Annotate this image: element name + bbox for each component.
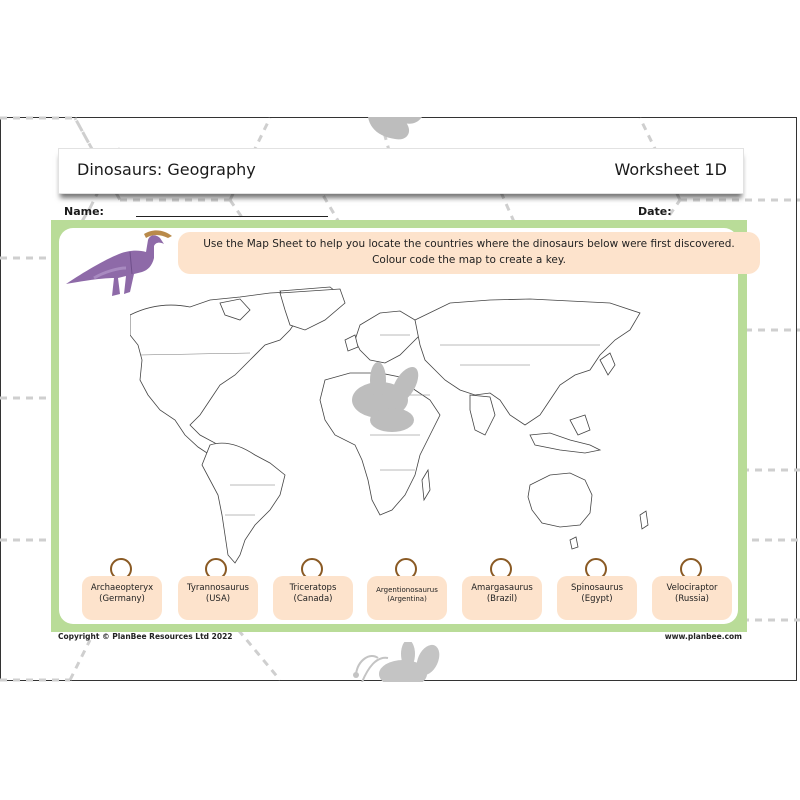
title-bar: Dinosaurs: Geography Worksheet 1D: [58, 148, 744, 194]
dinosaur-name: Archaeopteryx: [90, 583, 154, 593]
key-item-spinosaurus: Spinosaurus (Egypt): [557, 576, 637, 620]
key-item-triceratops: Triceratops (Canada): [273, 576, 353, 620]
dinosaur-country: (Egypt): [581, 594, 613, 604]
dinosaur-country: (Germany): [99, 594, 145, 604]
dinosaur-name: Velociraptor: [666, 583, 718, 593]
website-link[interactable]: www.planbee.com: [664, 632, 742, 641]
name-label: Name:: [64, 205, 104, 218]
bee-watermark-icon: [353, 642, 440, 682]
dinosaur-country: (Argentina): [387, 595, 427, 603]
copyright-text: Copyright © PlanBee Resources Ltd 2022: [58, 632, 233, 641]
dinosaur-country: (Russia): [675, 594, 709, 604]
worksheet-number: Worksheet 1D: [614, 160, 727, 179]
name-input-line[interactable]: [136, 216, 328, 217]
dinosaur-name: Triceratops: [289, 583, 337, 593]
dinosaur-name: Spinosaurus: [570, 583, 624, 593]
worksheet-title: Dinosaurs: Geography: [77, 160, 256, 179]
dinosaur-country: (Canada): [293, 594, 333, 604]
key-item-archaeopteryx: Archaeopteryx (Germany): [82, 576, 162, 620]
parasaurolophus-dinosaur-icon: [66, 230, 172, 296]
bee-watermark-icon: [352, 362, 419, 432]
key-item-amargasaurus: Amargasaurus (Brazil): [462, 576, 542, 620]
key-item-tyrannosaurus: Tyrannosaurus (USA): [178, 576, 258, 620]
instructions-line-2: Colour code the map to create a key.: [372, 254, 566, 266]
dinosaur-country: (USA): [205, 594, 231, 604]
key-item-argentinosaurus: Argentionosaurus (Argentina): [367, 576, 447, 620]
instructions-box: Use the Map Sheet to help you locate the…: [178, 232, 760, 274]
world-map[interactable]: [130, 285, 730, 565]
key-item-velociraptor: Velociraptor (Russia): [652, 576, 732, 620]
bee-watermark-icon: [368, 117, 422, 140]
instructions-line-1: Use the Map Sheet to help you locate the…: [203, 238, 735, 250]
date-label: Date:: [638, 205, 672, 218]
dinosaur-name: Tyrannosaurus: [187, 583, 249, 593]
dinosaur-name: Amargasaurus: [471, 583, 533, 593]
dinosaur-country: (Brazil): [486, 594, 518, 604]
dinosaur-name: Argentionosaurus: [376, 586, 438, 594]
